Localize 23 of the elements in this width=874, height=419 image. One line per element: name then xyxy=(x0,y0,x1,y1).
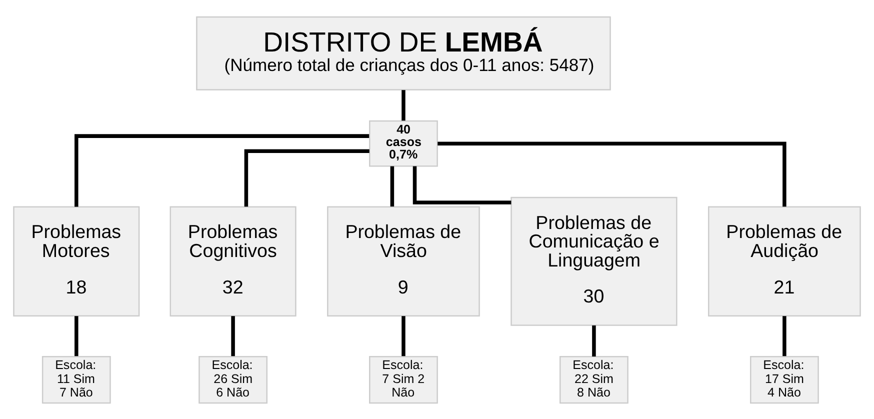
connector xyxy=(402,90,406,120)
node-box: Problemas Cognitivos 32 xyxy=(170,206,296,316)
node-box: DISTRITO DE LEMBÁ (Número total de crianças dos 0-11 anos: 5487) xyxy=(196,16,611,90)
connector xyxy=(390,166,394,206)
node-box: Problemas Motores 18 xyxy=(13,206,140,316)
node-box: Escola: 17 Sim 4 Não xyxy=(750,356,819,404)
connector xyxy=(782,316,786,356)
node-box: Escola: 11 Sim 7 Não xyxy=(42,356,111,404)
node-box: Problemas de Visão 9 xyxy=(327,206,480,316)
node-box: Problemas de Comunicação e Linguagem 30 xyxy=(510,196,678,326)
connector xyxy=(74,134,370,206)
node-box: Problemas de Audição 21 xyxy=(708,206,861,316)
connector xyxy=(402,316,406,356)
node-box: Escola: 22 Sim 8 Não xyxy=(560,356,628,404)
connector xyxy=(592,324,596,356)
connector xyxy=(74,316,78,356)
node-box: Escola: 26 Sim 6 Não xyxy=(198,356,268,404)
connector xyxy=(438,141,786,206)
connector xyxy=(412,166,512,204)
node-box: Escola: 7 Sim 2 Não xyxy=(369,356,438,404)
connector xyxy=(244,148,370,206)
node-box: 40 casos 0,7% xyxy=(369,120,438,166)
connector xyxy=(231,316,235,356)
